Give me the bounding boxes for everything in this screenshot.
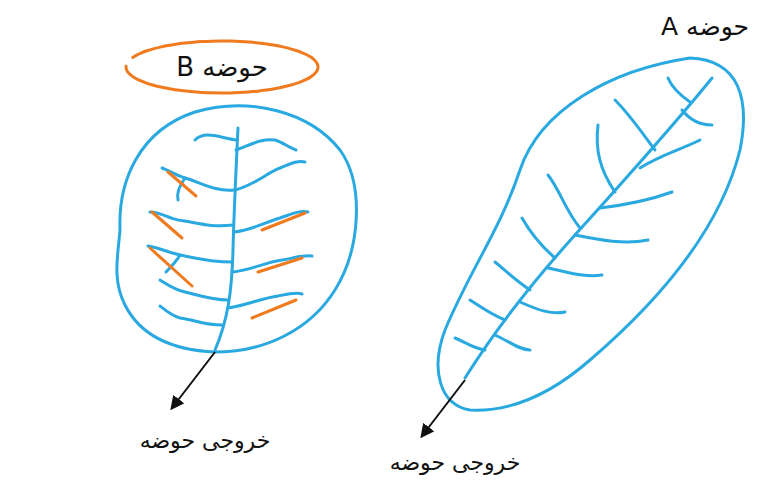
basin-b <box>117 106 357 352</box>
outlet-arrow <box>172 352 215 408</box>
outlet-label: خروجی حوضه <box>140 428 271 453</box>
outlet-arrow <box>422 380 465 436</box>
basin-a <box>438 58 743 410</box>
loop-stroke <box>126 41 318 93</box>
outlet-label: خروجی حوضه <box>390 450 521 475</box>
basin-label: حوضه B <box>176 52 268 82</box>
basin-name-loop: حوضه B <box>124 39 320 95</box>
basin-label: حوضه A <box>661 12 749 41</box>
orange-marks <box>150 172 305 318</box>
